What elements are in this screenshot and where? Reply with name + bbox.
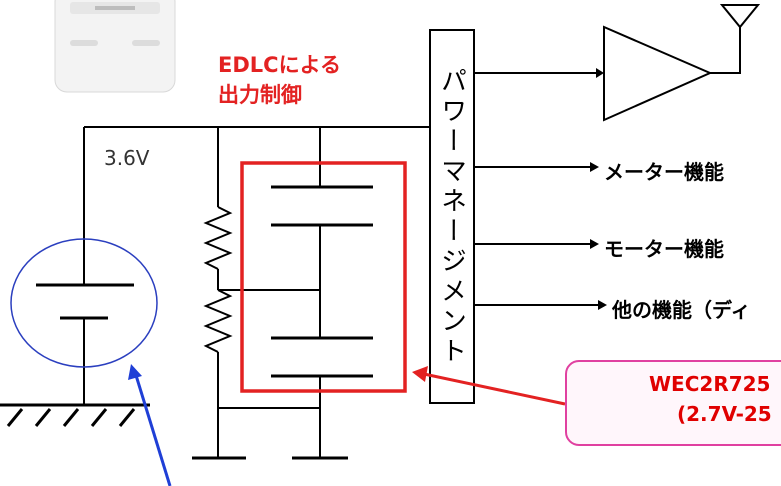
- battery-pointer-arrow: [133, 371, 172, 486]
- meter-arrowhead: [590, 162, 599, 172]
- battery-highlight-circle: [10, 238, 158, 368]
- callout-pointer-arrowhead: [412, 366, 428, 382]
- antenna-wire: [710, 27, 741, 74]
- edlc-highlight-box: [240, 161, 407, 393]
- callout-pointer-arrow: [423, 372, 566, 406]
- voltage-label: 3.6V: [104, 146, 150, 170]
- part-spec: (2.7V-25: [677, 402, 772, 426]
- antenna-icon: [719, 4, 761, 29]
- edlc-label-line1: EDLCによる: [218, 53, 341, 77]
- other-function-label: 他の機能（ディ: [612, 298, 751, 322]
- power-management-box: [429, 29, 475, 404]
- edlc-label-line2: 出力制御: [218, 83, 302, 107]
- amplifier-triangle: [603, 25, 713, 122]
- motor-function-label: モーター機能: [604, 237, 724, 261]
- part-number: WEC2R725: [649, 372, 771, 396]
- resistor-branch: [203, 127, 233, 408]
- power-management-label: パワーマネージメント: [436, 66, 467, 367]
- amp-input-arrowhead: [596, 68, 604, 78]
- ground-hatch: [0, 403, 150, 427]
- battery-pointer-arrowhead: [128, 364, 142, 380]
- edlc-label: EDLCによる 出力制御: [218, 50, 341, 110]
- part-callout: WEC2R725 (2.7V-25: [565, 360, 781, 446]
- meter-function-label: メーター機能: [604, 160, 724, 184]
- motor-arrowhead: [590, 239, 599, 249]
- device-photo: [54, 0, 176, 93]
- other-arrowhead: [598, 300, 607, 310]
